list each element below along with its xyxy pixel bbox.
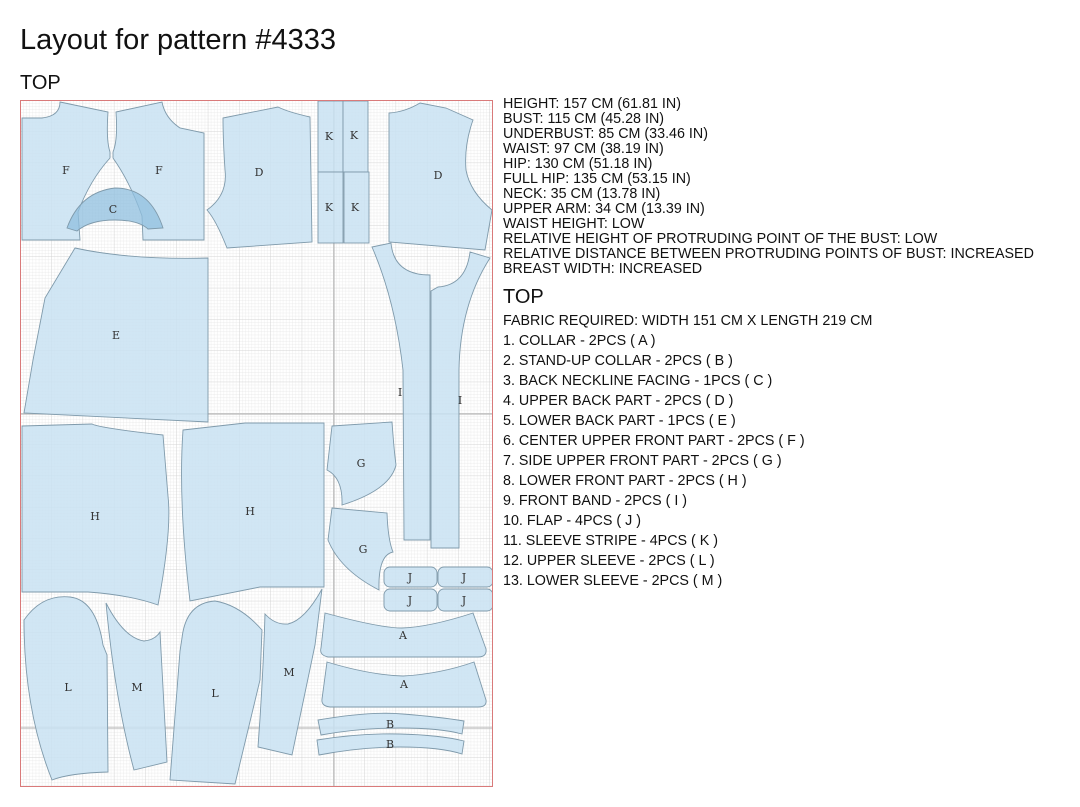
measurement-bust: BUST: 115 CM (45.28 IN) — [503, 111, 665, 127]
piece-a-bottom — [321, 661, 487, 708]
label-d-left: D — [255, 166, 264, 179]
measurement-waist: WAIST: 97 CM (38.19 IN) — [503, 141, 664, 157]
label-k-1: K — [325, 130, 334, 143]
piece-j-4 — [437, 588, 493, 612]
piece-j-2 — [437, 566, 493, 588]
piece-b-bottom — [316, 733, 465, 756]
piece-c — [66, 187, 164, 232]
measurement-height: HEIGHT: 157 CM (61.81 IN) — [503, 96, 681, 112]
piece-a-top — [320, 612, 487, 658]
piece-j-3 — [383, 588, 438, 612]
piece-item-upper-back: 4. UPPER BACK PART - 2PCS ( D ) — [503, 393, 734, 409]
label-m-right: M — [283, 666, 294, 679]
measurement-neck: NECK: 35 CM (13.78 IN) — [503, 186, 661, 202]
piece-b-top — [317, 712, 465, 736]
label-k-2: K — [350, 129, 359, 142]
label-d-right: D — [434, 169, 443, 182]
pattern-layout-board: F F C D K K K K D E I I H H G G J J J J … — [20, 100, 493, 787]
piece-item-flap: 10. FLAP - 4PCS ( J ) — [503, 513, 641, 529]
label-b-top: B — [386, 718, 394, 731]
label-h-left: H — [90, 510, 100, 523]
piece-item-back-neckline-facing: 3. BACK NECKLINE FACING - 1PCS ( C ) — [503, 373, 773, 389]
piece-j-1 — [383, 566, 438, 588]
measurement-upper-arm: UPPER ARM: 34 CM (13.39 IN) — [503, 201, 705, 217]
measurement-hip: HIP: 130 CM (51.18 IN) — [503, 156, 653, 172]
measurement-breast-width: BREAST WIDTH: INCREASED — [503, 261, 703, 277]
label-m-left: M — [131, 681, 142, 694]
garment-title: TOP — [503, 286, 544, 308]
piece-item-center-upper-front: 6. CENTER UPPER FRONT PART - 2PCS ( F ) — [503, 433, 805, 449]
fabric-required: FABRIC REQUIRED: WIDTH 151 CM X LENGTH 2… — [503, 313, 873, 329]
piece-item-collar: 1. COLLAR - 2PCS ( A ) — [503, 333, 656, 349]
piece-item-side-upper-front: 7. SIDE UPPER FRONT PART - 2PCS ( G ) — [503, 453, 782, 469]
label-k-4: K — [351, 201, 360, 214]
info-panel: HEIGHT: 157 CM (61.81 IN) BUST: 115 CM (… — [503, 97, 1073, 591]
piece-k-3 — [317, 171, 344, 244]
label-b-bottom: B — [386, 738, 394, 751]
label-j-4: J — [461, 594, 466, 607]
piece-k-4 — [343, 171, 370, 244]
page-title: Layout for pattern #4333 — [20, 24, 337, 56]
piece-d-left — [206, 106, 313, 249]
label-j-1: J — [407, 571, 412, 584]
label-k-3: K — [325, 201, 334, 214]
piece-e — [23, 247, 209, 423]
measurements-list: HEIGHT: 157 CM (61.81 IN) BUST: 115 CM (… — [503, 97, 1073, 277]
piece-item-lower-sleeve: 13. LOWER SLEEVE - 2PCS ( M ) — [503, 573, 723, 589]
label-h-right: H — [245, 505, 255, 518]
piece-item-lower-back: 5. LOWER BACK PART - 1PCS ( E ) — [503, 413, 736, 429]
piece-item-lower-front: 8. LOWER FRONT PART - 2PCS ( H ) — [503, 473, 747, 489]
piece-f-left — [21, 101, 111, 241]
label-a-top: A — [398, 629, 408, 642]
measurement-waist-height: WAIST HEIGHT: LOW — [503, 216, 645, 232]
measurement-underbust: UNDERBUST: 85 CM (33.46 IN) — [503, 126, 708, 142]
label-l-right: L — [211, 687, 219, 700]
label-f-right: F — [155, 164, 163, 177]
piece-i-right — [430, 251, 491, 549]
piece-i-left — [371, 242, 431, 541]
label-j-2: J — [461, 571, 466, 584]
label-a-bottom: A — [399, 678, 409, 691]
label-i-left: I — [398, 386, 402, 399]
label-f-left: F — [62, 164, 70, 177]
piece-d-right — [388, 102, 493, 251]
piece-m-right — [257, 588, 323, 756]
piece-h-right — [181, 422, 325, 602]
piece-l-right — [169, 600, 263, 785]
label-c: C — [109, 203, 117, 216]
piece-item-front-band: 9. FRONT BAND - 2PCS ( I ) — [503, 493, 688, 509]
label-e: E — [112, 329, 120, 342]
piece-item-upper-sleeve: 12. UPPER SLEEVE - 2PCS ( L ) — [503, 553, 715, 569]
piece-g-bottom — [327, 507, 394, 591]
piece-g-top — [326, 421, 397, 506]
piece-m-left — [105, 602, 168, 771]
measurement-full-hip: FULL HIP: 135 CM (53.15 IN) — [503, 171, 691, 187]
piece-l-left — [23, 596, 109, 781]
piece-item-stand-up-collar: 2. STAND-UP COLLAR - 2PCS ( B ) — [503, 353, 733, 369]
label-l-left: L — [64, 681, 72, 694]
pieces-list: 1. COLLAR - 2PCS ( A ) 2. STAND-UP COLLA… — [503, 331, 1073, 591]
measurement-bust-point-distance: RELATIVE DISTANCE BETWEEN PROTRUDING POI… — [503, 246, 1034, 262]
piece-item-sleeve-stripe: 11. SLEEVE STRIPE - 4PCS ( K ) — [503, 533, 719, 549]
measurement-bust-point-height: RELATIVE HEIGHT OF PROTRUDING POINT OF T… — [503, 231, 938, 247]
label-g-bottom: G — [359, 543, 368, 556]
label-g-top: G — [357, 457, 366, 470]
piece-h-left — [21, 423, 170, 606]
label-i-right: I — [458, 394, 462, 407]
section-title: TOP — [20, 72, 61, 94]
label-j-3: J — [407, 594, 412, 607]
